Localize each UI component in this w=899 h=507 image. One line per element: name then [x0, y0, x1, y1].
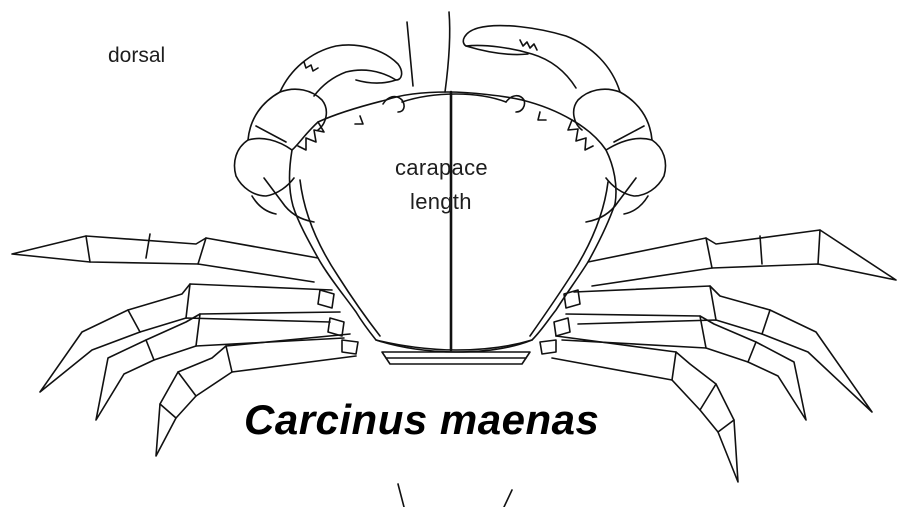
left-anterolateral-teeth: [298, 122, 324, 150]
right-cheliped-carpus: [574, 89, 652, 140]
carapace-length-label-line1: carapace: [395, 155, 488, 181]
left-antenna: [407, 22, 413, 86]
view-orientation-label: dorsal: [108, 44, 165, 68]
carapace-length-label-line2: length: [410, 189, 472, 215]
right-claw: [463, 26, 620, 92]
species-name: Carcinus maenas: [244, 396, 599, 444]
left-orbit: [383, 97, 404, 112]
left-cheliped-merus: [235, 138, 295, 196]
right-cheliped-merus: [606, 138, 666, 196]
left-claw: [280, 45, 402, 96]
right-antenna: [445, 12, 450, 92]
right-walking-legs: [552, 230, 896, 482]
